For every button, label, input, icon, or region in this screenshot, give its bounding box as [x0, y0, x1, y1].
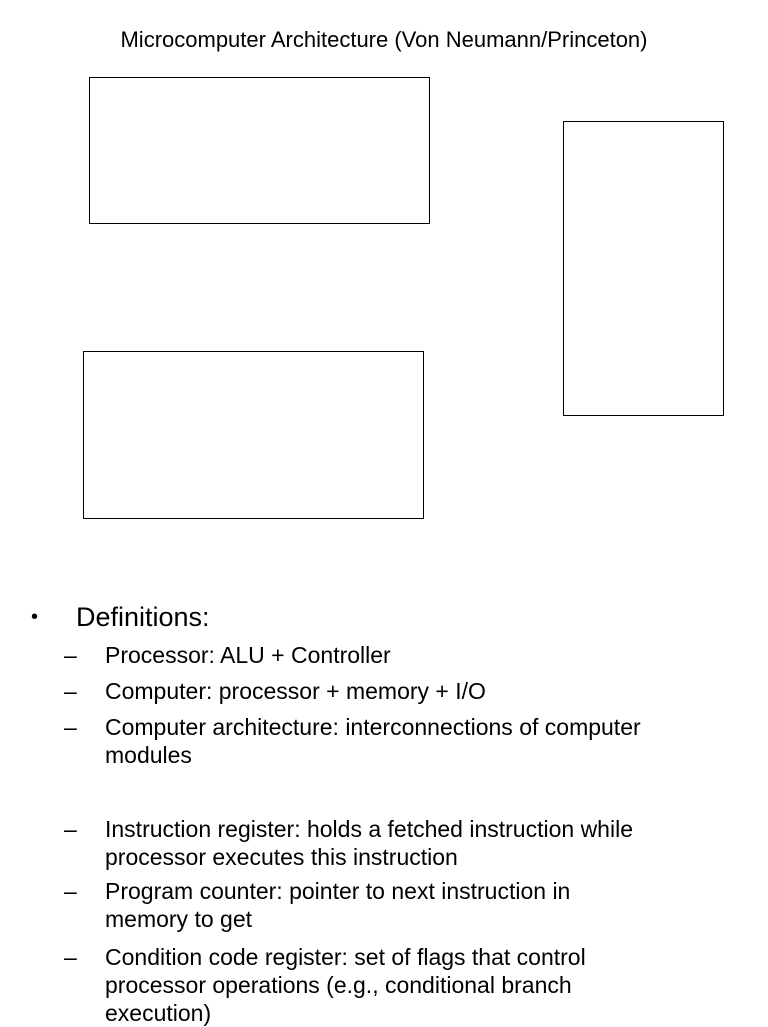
definitions-label: Definitions: — [76, 602, 210, 632]
definition-line: Condition code register: set of flags th… — [105, 944, 586, 970]
diagram-box-bottom-left — [83, 351, 424, 519]
dash-icon: – — [64, 714, 77, 740]
definition-text: Processor: ALU + Controller — [105, 641, 745, 669]
definitions-heading: • Definitions: — [0, 600, 768, 636]
diagram-box-right — [563, 121, 724, 416]
definition-line: execution) — [105, 1000, 212, 1026]
definition-line: Computer architecture: interconnections … — [105, 714, 641, 740]
definition-text: Computer architecture: interconnections … — [105, 713, 745, 769]
definition-text: Condition code register: set of flags th… — [105, 943, 745, 1027]
dash-icon: – — [64, 878, 77, 904]
page-title: Microcomputer Architecture (Von Neumann/… — [120, 27, 648, 52]
definition-text: Program counter: pointer to next instruc… — [105, 877, 745, 933]
definition-line: Computer: processor + memory + I/O — [105, 678, 486, 704]
dash-icon: – — [64, 944, 77, 970]
dash-icon: – — [64, 816, 77, 842]
definition-line: Instruction register: holds a fetched in… — [105, 816, 633, 842]
bullet-icon: • — [31, 606, 39, 628]
definition-line: Program counter: pointer to next instruc… — [105, 878, 571, 904]
definition-line: processor executes this instruction — [105, 844, 458, 870]
dash-icon: – — [64, 678, 77, 704]
definition-line: memory to get — [105, 906, 252, 932]
definition-text: Instruction register: holds a fetched in… — [105, 815, 745, 871]
definition-line: Processor: ALU + Controller — [105, 642, 391, 668]
diagram-box-top-left — [89, 77, 430, 224]
dash-icon: – — [64, 642, 77, 668]
definition-text: Computer: processor + memory + I/O — [105, 677, 745, 705]
definition-line: processor operations (e.g., conditional … — [105, 972, 572, 998]
definition-line: modules — [105, 742, 192, 768]
